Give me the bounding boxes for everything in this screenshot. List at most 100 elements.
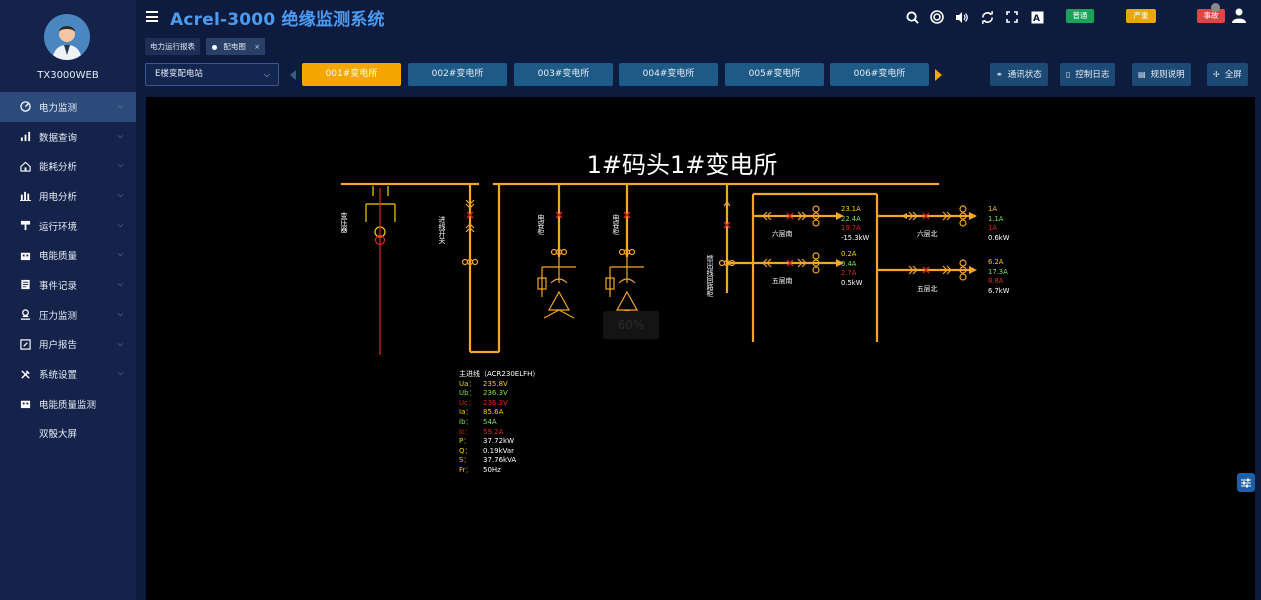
feeder-readout: 0.2A 0.4A 2.7A 0.5kW xyxy=(841,250,862,288)
feeder-name: 五层南 xyxy=(772,277,793,285)
support-icon[interactable] xyxy=(929,9,945,25)
sidebar-menu: 电力监测 ⌵ 数据查询 ⌵ 能耗分析 ⌵ 用电分析 ⌵ xyxy=(0,92,136,448)
substation-tab-006[interactable]: 006#变电所 xyxy=(830,63,929,86)
settings-float-button[interactable] xyxy=(1237,473,1255,492)
tab-distribution-diagram[interactable]: 配电图 × xyxy=(206,38,266,55)
chevron-down-icon: ⌵ xyxy=(117,369,123,378)
phase-b-current: 0.4A xyxy=(841,259,857,268)
sidebar-item-data-query[interactable]: 数据查询 ⌵ xyxy=(0,122,136,152)
phase-c-current: 2.7A xyxy=(841,269,857,278)
sidebar-item-usage-analysis[interactable]: 用电分析 ⌵ xyxy=(0,181,136,211)
chevron-down-icon: ⌵ xyxy=(263,70,270,79)
tab-power-report[interactable]: 电力运行报表 xyxy=(145,38,200,55)
rules-button[interactable]: ▤规则说明 xyxy=(1132,63,1191,86)
reading-row: Ub：236.3V xyxy=(459,389,508,398)
sidebar-item-power-quality-monitor[interactable]: 电能质量监测 xyxy=(0,389,136,419)
active-power: 6.7kW xyxy=(988,286,1010,295)
column-chart-icon xyxy=(20,190,31,202)
reading-row: Ib：54A xyxy=(459,417,497,426)
toolbar: E楼变配电站 ⌵ 001#变电所 002#变电所 003#变电所 004#变电所… xyxy=(136,57,1261,94)
sidebar-item-label: 系统设置 xyxy=(39,370,78,382)
notification-dot xyxy=(1211,3,1220,12)
sidebar-item-label: 运行环境 xyxy=(39,221,78,233)
feeder-name: 五层北 xyxy=(917,285,938,293)
environment-icon xyxy=(20,220,31,231)
tab-label: 配电图 xyxy=(223,42,246,51)
home-icon xyxy=(20,161,31,172)
chevron-down-icon: ⌵ xyxy=(117,339,123,348)
feeder-name: 六层南 xyxy=(772,230,793,238)
sidebar-item-label: 能耗分析 xyxy=(39,162,78,174)
substation-tab-002[interactable]: 002#变电所 xyxy=(408,63,507,86)
label-incoming-switch: 进线开关 xyxy=(438,216,446,244)
label-capacitor-2: 电容柜 xyxy=(612,214,620,235)
feeder-readout: 1A 1.1A 1A 0.6kW xyxy=(988,205,1009,243)
sidebar-item-big-screen[interactable]: 双骰大屏 xyxy=(0,419,136,449)
substation-tab-001[interactable]: 001#变电所 xyxy=(302,63,401,86)
control-log-button[interactable]: ▯控制日志 xyxy=(1060,63,1116,86)
sidebar-item-environment[interactable]: 运行环境 ⌵ xyxy=(0,211,136,241)
chevron-down-icon: ⌵ xyxy=(117,280,123,289)
sidebar-item-system-settings[interactable]: 系统设置 ⌵ xyxy=(0,359,136,389)
app-title: Acrel-3000 绝缘监测系统 xyxy=(170,10,385,30)
sidebar-item-power-quality[interactable]: 电能质量 ⌵ xyxy=(0,240,136,270)
phase-c-current: 1A xyxy=(988,224,997,233)
phase-c-current: 8.8A xyxy=(988,277,1004,286)
sidebar-item-user-report[interactable]: 用户报告 ⌵ xyxy=(0,330,136,360)
label-feeder-cabinet: 馈出线回路柜 xyxy=(706,255,714,297)
phase-b-current: 22.4A xyxy=(841,214,861,223)
next-arrow-icon[interactable] xyxy=(935,69,942,81)
sidebar-item-label: 双骰大屏 xyxy=(39,429,78,441)
prev-arrow-icon[interactable] xyxy=(290,70,296,80)
feeder-readout: 6.2A 17.3A 8.8A 6.7kW xyxy=(988,258,1009,296)
reading-row: Ic：59.2A xyxy=(459,427,504,436)
diagram-title: 1#码头1#变电所 xyxy=(586,151,778,179)
zoom-indicator: 60% xyxy=(603,311,659,339)
active-dot-icon xyxy=(212,44,217,50)
phase-a-current: 0.2A xyxy=(841,250,857,258)
reading-row: Ua：235.8V xyxy=(459,379,508,388)
tab-bar: 电力运行报表 配电图 × xyxy=(136,36,1261,57)
avatar[interactable] xyxy=(44,14,90,60)
close-icon[interactable]: × xyxy=(254,43,261,51)
reading-row: P：37.72kW xyxy=(459,437,515,446)
chevron-down-icon: ⌵ xyxy=(117,102,123,110)
main-line-readout: 主进线（ACR230ELFH） Ua：235.8V Ub：236.3V Uc：2… xyxy=(459,370,539,476)
label-capacitor-1: 电容柜 xyxy=(537,214,545,235)
menu-toggle-icon[interactable] xyxy=(146,11,158,22)
station-select[interactable]: E楼变配电站 ⌵ xyxy=(145,63,279,86)
text-size-icon[interactable]: A xyxy=(1029,9,1045,25)
building-icon xyxy=(20,250,31,261)
phase-b-current: 1.1A xyxy=(988,214,1004,223)
substation-tab-003[interactable]: 003#变电所 xyxy=(514,63,613,86)
refresh-icon[interactable] xyxy=(979,9,995,25)
top-bar: Acrel-3000 绝缘监测系统 A 普通 严重 事故 xyxy=(136,0,1261,36)
sidebar: TX3000WEB 电力监测 ⌵ 数据查询 ⌵ 能耗分析 ⌵ xyxy=(0,0,136,600)
sidebar-item-energy-analysis[interactable]: 能耗分析 ⌵ xyxy=(0,151,136,181)
sidebar-item-label: 压力监测 xyxy=(39,310,78,322)
station-select-value: E楼变配电站 xyxy=(155,69,203,79)
sidebar-item-event-log[interactable]: 事件记录 ⌵ xyxy=(0,270,136,300)
comm-status-label: 通讯状态 xyxy=(1007,70,1042,80)
comm-status-button[interactable]: ⚭通讯状态 xyxy=(990,63,1048,86)
sliders-icon xyxy=(1241,478,1251,487)
document-icon: ▤ xyxy=(1138,70,1146,79)
search-icon[interactable] xyxy=(904,9,920,25)
alarm-badge-severe[interactable]: 严重 xyxy=(1126,9,1156,23)
alarm-badge-normal[interactable]: 普通 xyxy=(1066,9,1094,23)
log-icon: ▯ xyxy=(1066,70,1071,79)
sidebar-item-power-monitor[interactable]: 电力监测 ⌵ xyxy=(0,92,136,122)
bar-chart-icon xyxy=(20,131,31,142)
phase-b-current: 17.3A xyxy=(988,267,1008,276)
volume-icon[interactable] xyxy=(954,9,970,25)
sidebar-item-pressure-monitor[interactable]: 压力监测 ⌵ xyxy=(0,300,136,330)
move-icon: ✢ xyxy=(1213,70,1220,79)
substation-tab-004[interactable]: 004#变电所 xyxy=(619,63,718,86)
substation-tab-005[interactable]: 005#变电所 xyxy=(725,63,824,86)
alarm-badge-accident[interactable]: 事故 xyxy=(1197,9,1225,23)
user-avatar-icon xyxy=(44,14,90,60)
user-icon[interactable] xyxy=(1232,8,1246,23)
fullscreen-button[interactable]: ✢全屏 xyxy=(1207,63,1248,86)
reading-row: Ia：85.6A xyxy=(459,408,504,417)
fullscreen-icon[interactable] xyxy=(1004,9,1020,25)
